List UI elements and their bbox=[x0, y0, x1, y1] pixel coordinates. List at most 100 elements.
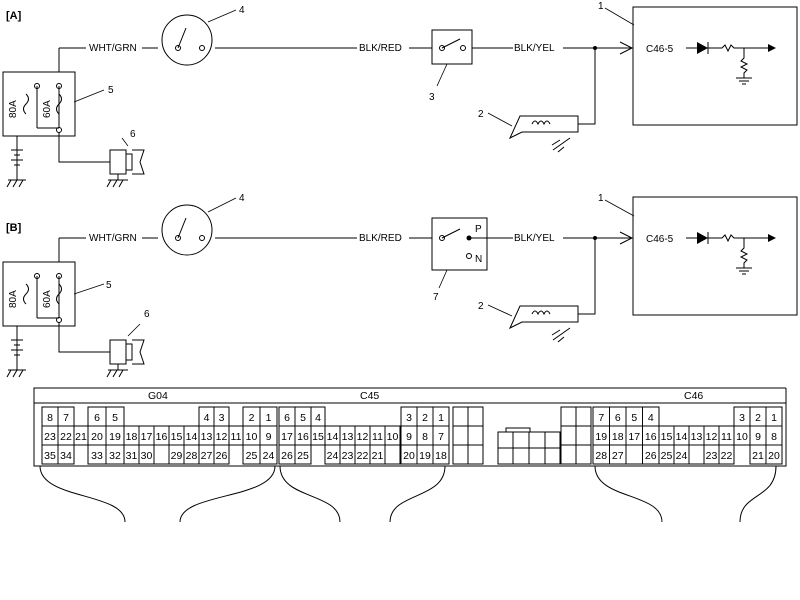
pin-g04-11: 11 bbox=[231, 431, 242, 443]
arrow-icon bbox=[768, 44, 776, 52]
fuse-60a-icon bbox=[56, 283, 62, 305]
fuse-label-60a-b: 60A bbox=[42, 290, 53, 308]
pin-g04-20: 20 bbox=[91, 431, 103, 443]
pin-g04-10: 10 bbox=[246, 431, 258, 443]
switch-contact-icon bbox=[441, 228, 461, 239]
pin-c45-26: 26 bbox=[281, 450, 293, 462]
callout-4-b: 4 bbox=[239, 193, 245, 204]
pin-g04-2: 2 bbox=[249, 412, 255, 424]
pin-c45-19: 19 bbox=[419, 450, 431, 462]
pin-g04-4: 4 bbox=[204, 412, 210, 424]
pin-c46-3: 3 bbox=[739, 412, 745, 424]
pin-c45-18: 18 bbox=[435, 450, 447, 462]
pin-g04-9: 9 bbox=[266, 431, 272, 443]
pin-g04-29: 29 bbox=[171, 450, 183, 462]
pin-c46-5: 5 bbox=[631, 412, 637, 424]
pin-c45-8: 8 bbox=[422, 431, 428, 443]
diode-icon bbox=[697, 42, 708, 54]
pin-c46-11: 11 bbox=[721, 431, 732, 443]
pin-c45-5: 5 bbox=[300, 412, 306, 424]
pin-g04-17: 17 bbox=[141, 431, 153, 443]
pin-g04-19: 19 bbox=[109, 431, 121, 443]
pin-c46-19: 19 bbox=[595, 431, 607, 443]
starter-motor-a: 2 bbox=[478, 109, 579, 153]
pin-c45-7: 7 bbox=[438, 431, 444, 443]
ecm-terminal-a: C46-5 bbox=[646, 44, 674, 55]
pin-c46-22: 22 bbox=[721, 450, 733, 462]
pin-g04-13: 13 bbox=[201, 431, 213, 443]
pin-g04-31: 31 bbox=[126, 450, 138, 462]
pin-g04-33: 33 bbox=[91, 450, 103, 462]
pin-g04-21: 21 bbox=[75, 431, 87, 443]
ecm-a: C46-5 1 bbox=[598, 1, 798, 126]
pin-g04-32: 32 bbox=[109, 450, 121, 462]
pin-g04-12: 12 bbox=[216, 431, 228, 443]
section-label-a: [A] bbox=[6, 10, 22, 22]
pin-c45-12: 12 bbox=[357, 431, 369, 443]
callout-2-b: 2 bbox=[478, 301, 484, 312]
wire-label-blk-red-b: BLK/RED bbox=[359, 233, 402, 244]
pin-cell bbox=[688, 444, 705, 465]
pin-c45-22: 22 bbox=[357, 450, 369, 462]
starter-relay-b: 6 bbox=[106, 309, 150, 378]
starter-icon bbox=[508, 305, 579, 330]
pin-c46-12: 12 bbox=[706, 431, 718, 443]
pin-g04-22: 22 bbox=[60, 431, 72, 443]
fuse-80a-icon bbox=[23, 93, 29, 115]
pin-c45-23: 23 bbox=[342, 450, 354, 462]
pin-cell bbox=[294, 444, 312, 465]
callout-4-a: 4 bbox=[239, 5, 245, 16]
pin-g04-28: 28 bbox=[186, 450, 198, 462]
wire-label-wht-grn-a: WHT/GRN bbox=[89, 43, 137, 54]
fuse-80a-icon bbox=[23, 283, 29, 305]
connector-label-g04: G04 bbox=[148, 390, 168, 402]
pin-cell bbox=[432, 444, 450, 465]
harness-curves bbox=[39, 465, 777, 523]
fuse-60a-icon bbox=[56, 93, 62, 115]
pin-cell bbox=[259, 444, 278, 465]
pin-c46-23: 23 bbox=[706, 450, 718, 462]
wire-label-blk-yel-b: BLK/YEL bbox=[514, 233, 555, 244]
ecm-terminal-b: C46-5 bbox=[646, 234, 674, 245]
pin-c46-25: 25 bbox=[661, 450, 673, 462]
starter-motor-b: 2 bbox=[478, 301, 579, 343]
pin-c45-14: 14 bbox=[327, 431, 339, 443]
ecm-b: C46-5 1 bbox=[598, 193, 798, 316]
arrow-b bbox=[619, 231, 634, 245]
pin-g04-3: 3 bbox=[219, 412, 225, 424]
pin-c46-10: 10 bbox=[736, 431, 748, 443]
switch-contact-icon bbox=[177, 217, 187, 239]
pin-c45-6: 6 bbox=[284, 412, 290, 424]
arrow-a bbox=[619, 41, 634, 55]
pin-cell bbox=[384, 444, 401, 465]
wire-label-blk-red-a: BLK/RED bbox=[359, 43, 402, 54]
pin-c46-24: 24 bbox=[676, 450, 688, 462]
starter-icon bbox=[508, 115, 579, 140]
callout-5-b: 5 bbox=[106, 280, 112, 291]
pin-c46-7: 7 bbox=[598, 412, 604, 424]
section-a: [A] WHT/GRN BLK/RED BLK/YEL 80A 60A bbox=[2, 1, 798, 188]
pin-cell bbox=[57, 444, 75, 465]
fuse-box-a: 80A 60A bbox=[2, 71, 76, 137]
pin-c46-20: 20 bbox=[768, 450, 780, 462]
pin-g04-26: 26 bbox=[216, 450, 228, 462]
connector-housing bbox=[33, 402, 787, 467]
pin-c46-14: 14 bbox=[676, 431, 688, 443]
wire-relay-b bbox=[58, 320, 110, 353]
relay-icon bbox=[126, 149, 145, 175]
battery-icon bbox=[11, 149, 23, 166]
pin-c46-1: 1 bbox=[771, 412, 777, 424]
wire-starter-branch-b bbox=[578, 238, 596, 315]
connector-key-blocks bbox=[452, 406, 592, 465]
callout-1-b: 1 bbox=[598, 193, 604, 204]
pin-c45-2: 2 bbox=[422, 412, 428, 424]
pin-g04-16: 16 bbox=[156, 431, 168, 443]
connector-label-c46: C46 bbox=[684, 390, 703, 402]
splice-b bbox=[593, 236, 597, 240]
pin-g04-35: 35 bbox=[44, 450, 56, 462]
ignition-switch-a: 4 bbox=[161, 5, 245, 66]
position-p-label: P bbox=[475, 224, 482, 235]
pin-c46-13: 13 bbox=[691, 431, 703, 443]
